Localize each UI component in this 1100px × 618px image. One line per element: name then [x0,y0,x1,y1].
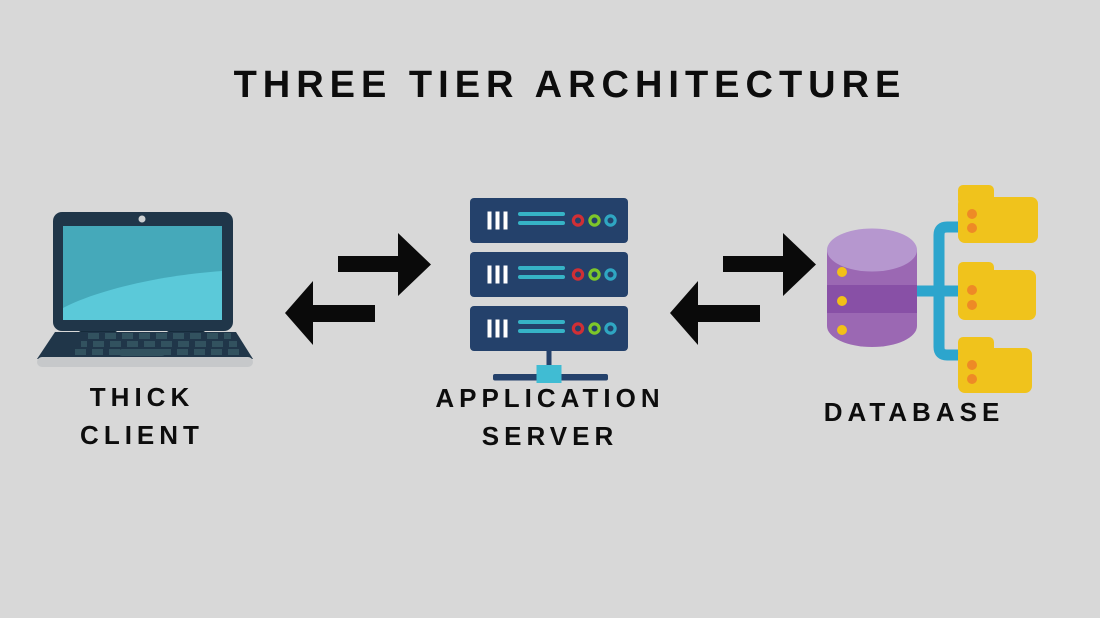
arrow-right-icon [723,233,816,296]
bidirectional-arrows [670,233,816,345]
folder-icon [958,337,1032,393]
label-line: DATABASE [823,397,1005,427]
arrow-right-icon [338,233,431,296]
database-folders-icon [827,185,1038,393]
connector-lines [916,221,960,361]
label-line: THICK [89,382,195,412]
folder-icon [958,185,1038,243]
server-unit [470,306,628,351]
label-line: CLIENT [80,420,204,450]
diagram-title: THREE TIER ARCHITECTURE [233,64,907,106]
label-line: SERVER [481,421,619,451]
application-server-label: APPLICATION SERVER [400,379,700,455]
arrow-left-icon [285,281,375,345]
database-label: DATABASE [789,393,1039,431]
label-line: APPLICATION [435,383,665,413]
laptop-icon [37,212,253,367]
bidirectional-arrows [285,233,431,345]
thick-client-label: THICK CLIENT [32,378,252,454]
arrow-left-icon [670,281,760,345]
database-cylinder-icon [827,228,917,347]
server-unit [470,198,628,243]
server-unit [470,252,628,297]
server-rack-icon [470,198,628,383]
folder-icon [958,262,1036,320]
